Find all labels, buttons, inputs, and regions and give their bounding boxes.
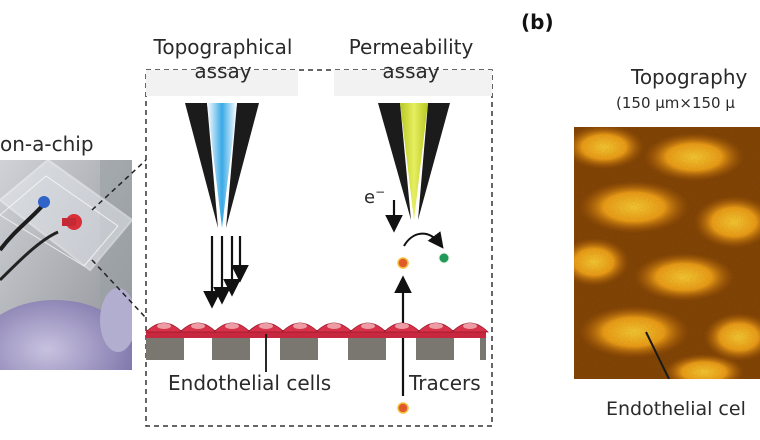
perm-label-panel [334,70,492,96]
topographical-probe [185,103,259,228]
zoom-line-bottom [91,259,147,319]
topography-title: Topography [631,65,748,89]
probe-approach-arrows [203,236,249,309]
endothelial-cell-layer [145,322,489,338]
topography-image [574,127,760,379]
zoom-box [145,69,493,427]
substrate-pillars [146,338,486,360]
topo-label-panel [146,70,298,96]
tracer-dot [397,257,409,269]
zoom-line-top [91,159,147,211]
endothelial-cells-label: Endothelial cells [168,371,332,395]
chip-label: on-a-chip [0,132,94,156]
permeability-assay-label: Permeability assay [348,35,474,83]
tracers-label: Tracers [409,371,481,395]
product-dot [438,252,450,264]
permeability-probe [378,103,450,220]
electron-label: e− [364,185,386,208]
organ-on-chip-photo [0,160,132,370]
topography-endothelial-label: Endothelial cel [606,398,746,420]
topographical-assay-label: Topographical assay [153,35,293,83]
reaction-arrow [403,231,444,249]
topography-scale: (150 µm×150 µ [616,94,735,112]
panel-b-label: (b) [521,10,554,34]
tracer-dot-bottom [397,402,409,414]
